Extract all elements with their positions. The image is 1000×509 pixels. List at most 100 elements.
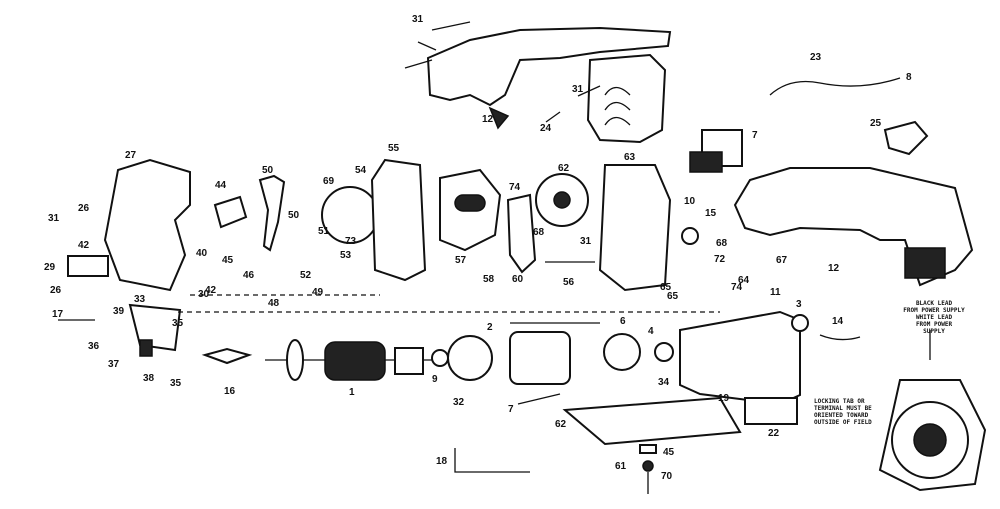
- part-label: 33: [134, 294, 146, 305]
- part-label: 44: [215, 180, 227, 191]
- part-label: 7: [508, 404, 514, 415]
- part-label: 6: [620, 316, 626, 327]
- part-label: 7: [752, 130, 758, 141]
- part-61: [642, 460, 654, 472]
- supply-leads-note: BLACK LEAD FROM POWER SUPPLY WHITE LEAD …: [884, 300, 984, 335]
- armature-1: [265, 339, 470, 381]
- screws-31: [404, 21, 601, 97]
- part-label: 73: [345, 236, 357, 247]
- part-label: 52: [300, 270, 312, 281]
- part-label: 18: [436, 456, 448, 467]
- part-label: 19: [718, 393, 730, 404]
- note-line: BLACK LEAD: [915, 300, 953, 307]
- field-2: [509, 331, 571, 385]
- part-43: [213, 195, 248, 229]
- part-label: 60: [512, 274, 524, 285]
- wrench-18: [454, 448, 530, 473]
- part-label: 9: [432, 374, 438, 385]
- part-label: 31: [48, 213, 60, 224]
- note-line: FROM POWER SUPPLY: [903, 307, 965, 314]
- handle-housing-top: [426, 26, 672, 144]
- part-label: 23: [810, 52, 822, 63]
- part-label: 40: [196, 248, 208, 259]
- part-label: 22: [768, 428, 780, 439]
- part-label: 65: [667, 291, 679, 302]
- part-label: 26: [50, 285, 62, 296]
- brush-holder-6: [603, 333, 641, 371]
- part-label: 51: [318, 226, 330, 237]
- part-label: 55: [388, 143, 400, 154]
- lead-14: [819, 334, 861, 341]
- part-label: 24: [540, 123, 552, 134]
- part-label: 31: [412, 14, 424, 25]
- part-label: 61: [615, 461, 627, 472]
- part-label: 54: [355, 165, 367, 176]
- part-label: 39: [113, 306, 125, 317]
- part-label: 69: [323, 176, 335, 187]
- part-38: [139, 339, 153, 357]
- part-label: 3: [796, 299, 802, 310]
- part-label: 45: [222, 255, 234, 266]
- part-label: 50: [288, 210, 300, 221]
- part-label: 56: [563, 277, 575, 288]
- part-label: 38: [143, 373, 155, 384]
- part-label: 50: [262, 165, 274, 176]
- motor-housing-19: [679, 310, 801, 406]
- part-16: [201, 347, 253, 365]
- part-60: [506, 193, 537, 274]
- part-label: 42: [205, 285, 217, 296]
- gear-case-63: [598, 164, 672, 292]
- note-line: TERMINAL MUST BE: [814, 405, 872, 412]
- part-label: 65: [660, 282, 672, 293]
- part-label: 12: [828, 263, 840, 274]
- bearing-34: [654, 342, 674, 362]
- plug-25: [883, 120, 929, 156]
- part-label: 29: [44, 262, 56, 273]
- part-47: [258, 174, 286, 252]
- part-label: 45: [663, 447, 675, 458]
- part-label: 15: [705, 208, 717, 219]
- part-label: 57: [455, 255, 467, 266]
- part-label: 63: [624, 152, 636, 163]
- bearing-9: [431, 349, 449, 367]
- part-label: 4: [648, 326, 654, 337]
- part-label: 31: [580, 236, 592, 247]
- part-label: 11: [770, 287, 781, 298]
- part-label: 35: [172, 318, 184, 329]
- part-label: 62: [555, 419, 567, 430]
- gasket-55: [370, 158, 427, 282]
- part-label: 72: [714, 254, 726, 265]
- part-54: [321, 186, 379, 244]
- part-label: 30: [198, 289, 210, 300]
- field-detail-view: [878, 330, 987, 492]
- part-label: 10: [684, 196, 696, 207]
- handle-grip-pattern: [904, 247, 946, 279]
- switch-base: [689, 151, 723, 173]
- baffle-32: [447, 335, 493, 381]
- part-label: 27: [125, 150, 137, 161]
- part-label: 49: [312, 287, 324, 298]
- part-label: 32: [453, 397, 465, 408]
- locking-tab-note: LOCKING TAB OR TERMINAL MUST BE ORIENTED…: [814, 398, 904, 426]
- bearing-10: [681, 227, 699, 245]
- note-line: ORIENTED TOWARD: [814, 412, 869, 419]
- part-label: 17: [52, 309, 64, 320]
- part-label: 70: [661, 471, 673, 482]
- note-line: LOCKING TAB OR: [814, 398, 865, 405]
- part-label: 25: [870, 118, 882, 129]
- part-label: 1: [349, 387, 355, 398]
- cord-23: [769, 77, 901, 96]
- part-label: 31: [572, 84, 584, 95]
- part-label: 74: [731, 282, 743, 293]
- note-line: OUTSIDE OF FIELD: [814, 419, 872, 426]
- plate-slot: [454, 194, 486, 212]
- part-label: 36: [88, 341, 100, 352]
- part-label: 35: [170, 378, 182, 389]
- part-label: 64: [738, 275, 750, 286]
- part-44: [639, 444, 657, 454]
- label-22: [744, 397, 798, 425]
- shoe-64: [562, 396, 742, 446]
- bracket-29: [67, 255, 109, 277]
- part-label: 8: [906, 72, 912, 83]
